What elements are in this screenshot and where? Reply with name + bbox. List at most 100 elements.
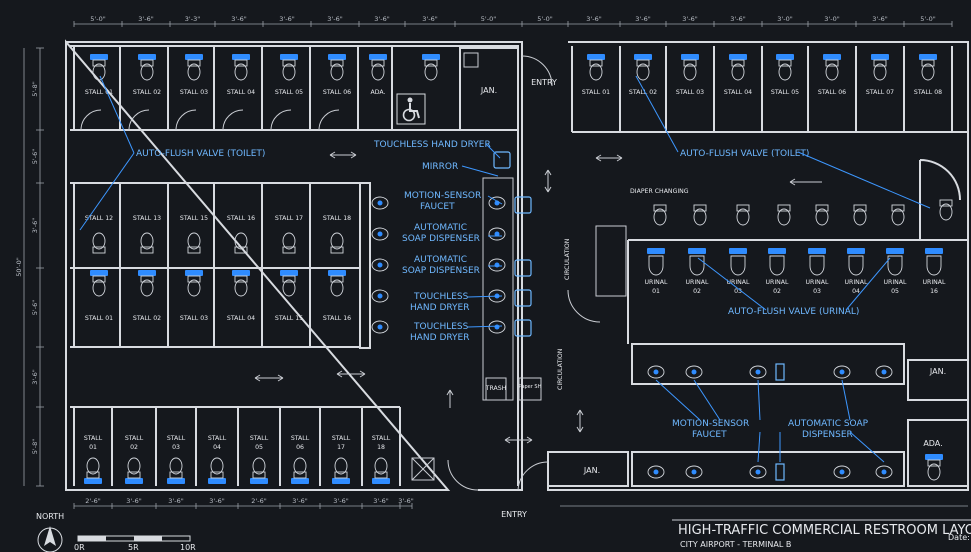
toilet-left-mid-3	[187, 232, 201, 254]
bottom-dimensions: 2'-6"3'-6"3'-6"3'-6"2'-6"3'-6"3'-6"3'-6"…	[73, 497, 968, 509]
toilet-side-6	[853, 204, 867, 226]
bowl-icon	[92, 279, 106, 297]
flush-valve-icon	[681, 54, 699, 60]
top-dim-5: 3'-6"	[279, 15, 294, 23]
bowl-icon	[683, 63, 697, 81]
tank-icon	[140, 275, 154, 283]
sink-left-b-2	[488, 227, 506, 241]
toilet-left-mid-2	[140, 232, 154, 254]
stall-label-left-mid2-1: STALL 01	[85, 315, 113, 322]
jan-label-1: JAN.	[480, 86, 497, 95]
stall-label-left-mid2-6: STALL 16	[323, 315, 351, 322]
toilet-left-bottom-6	[291, 457, 309, 484]
right-restroom	[517, 41, 969, 491]
tank-icon	[92, 275, 106, 283]
tank-icon	[210, 471, 224, 479]
faucet-sensor-icon	[377, 200, 383, 206]
toilet-left-mid-4	[234, 232, 248, 254]
plan-title: HIGH-TRAFFIC COMMERCIAL RESTROOM LAYOUT …	[678, 523, 971, 538]
tank-icon	[234, 275, 248, 283]
basin-icon	[685, 365, 703, 379]
bowl-icon	[282, 279, 296, 297]
sink-right-bot-1	[647, 465, 665, 479]
toilet-left-bottom-4	[208, 457, 226, 484]
top-dim-15: 3'-0"	[777, 15, 792, 23]
faucet-sensor-icon	[494, 262, 500, 268]
toilet-left-mid2-1	[90, 270, 108, 297]
scale-0: 0R	[74, 543, 85, 552]
scale-10: 10R	[180, 543, 196, 552]
stall-label-left-mid-6: STALL 18	[323, 215, 351, 222]
toilet-left-mid2-6	[328, 270, 346, 297]
toilet-ada-left-2	[422, 54, 440, 81]
flush-valve-icon	[138, 54, 156, 60]
flush-valve-icon	[925, 454, 943, 460]
bowl-icon	[636, 63, 650, 81]
tank-icon	[282, 246, 296, 254]
stall-label-right-top-8: STALL 08	[914, 89, 942, 96]
left-restroom	[65, 39, 553, 491]
toilet-ada-right	[925, 454, 943, 481]
tank-icon	[653, 204, 667, 212]
stall-label-right-top-4: STALL 04	[724, 89, 752, 96]
callouts: AUTO-FLUSH VALVE (TOILET) AUTO-FLUSH VAL…	[79, 75, 931, 463]
top-dim-18: 5'-0"	[920, 15, 935, 23]
urinal-valve-icon	[768, 248, 786, 254]
toilet-left-mid2-4	[232, 270, 250, 297]
tank-icon	[293, 471, 307, 479]
trash-label: TRASH	[485, 385, 507, 392]
sink-left-a-4	[371, 289, 389, 303]
tank-icon	[127, 471, 141, 479]
urinal-7	[886, 248, 904, 276]
tank-icon	[424, 59, 438, 67]
tank-icon	[187, 59, 201, 67]
flush-valve-icon	[328, 54, 346, 60]
bowl-icon	[187, 279, 201, 297]
top-dim-2: 3'-6"	[138, 15, 153, 23]
stall-label-left-mid2-3: STALL 03	[180, 315, 208, 322]
toilet-left-bottom-1	[84, 457, 102, 484]
flush-valve-icon	[232, 270, 250, 276]
basin-icon	[875, 365, 893, 379]
toilet-right-top-7	[871, 54, 889, 81]
bottom-dim-2: 3'-6"	[126, 497, 141, 505]
faucet-sensor-icon	[377, 231, 383, 237]
bowl-icon	[210, 457, 224, 475]
callout-soap-b1: AUTOMATIC	[414, 255, 467, 265]
callout-auto-flush-toilet-right: AUTO-FLUSH VALVE (TOILET)	[680, 149, 809, 159]
bowl-icon	[140, 63, 154, 81]
stall-label-left-top-6: STALL 06	[323, 89, 351, 96]
soap-dispenser-icon-1	[775, 363, 785, 381]
callout-auto-flush-toilet-left: AUTO-FLUSH VALVE (TOILET)	[136, 149, 265, 159]
bowl-icon	[187, 232, 201, 250]
hand-dryer-icon-1	[493, 151, 511, 169]
north-label: NORTH	[36, 512, 64, 521]
basin-icon	[371, 289, 389, 303]
bowl-icon	[939, 203, 953, 221]
top-dim-4: 3'-6"	[231, 15, 246, 23]
toilet-left-top-4	[232, 54, 250, 81]
sink-right-top-2	[685, 365, 703, 379]
toilet-left-bottom-7	[332, 457, 350, 484]
tank-icon	[683, 59, 697, 67]
tank-icon	[234, 246, 248, 254]
callout-motion-faucet-1: MOTION-SENSOR	[404, 191, 481, 201]
tank-icon	[939, 199, 953, 207]
toilet-left-top-6	[328, 54, 346, 81]
urinal-8	[925, 248, 943, 276]
tank-icon	[891, 204, 905, 212]
tank-icon	[815, 204, 829, 212]
toilet-left-mid-1	[92, 232, 106, 254]
urinal-4	[768, 248, 786, 276]
urinal-bowl-icon	[689, 255, 705, 276]
top-dim-7: 3'-6"	[374, 15, 389, 23]
bottom-dim-1: 2'-6"	[85, 497, 100, 505]
bowl-icon	[330, 63, 344, 81]
basin-icon	[833, 365, 851, 379]
